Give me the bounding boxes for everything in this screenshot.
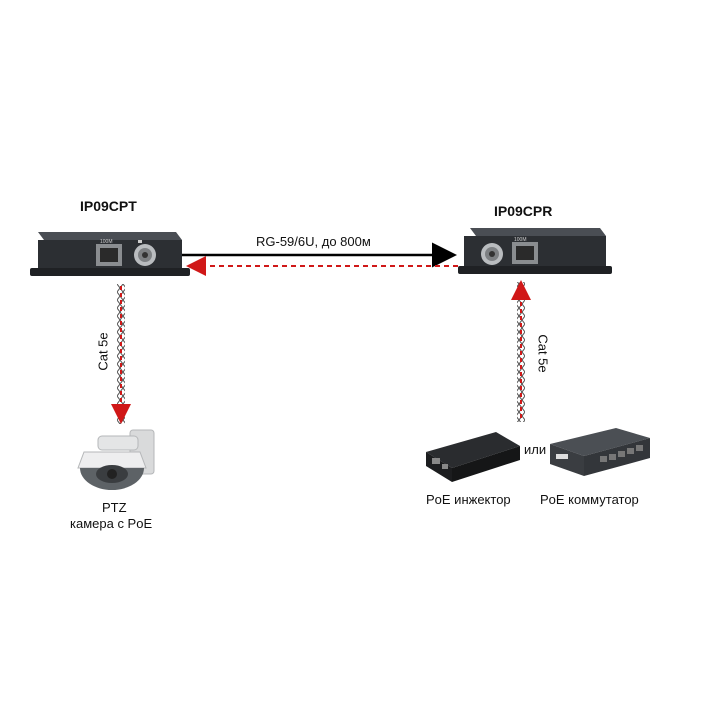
svg-text:100M: 100M (100, 239, 113, 245)
receiver-device: 100M (458, 228, 612, 274)
receiver-model-label: IP09CPR (494, 203, 553, 219)
cat-left-label: Cat 5e (95, 332, 111, 371)
camera-title: PTZ (102, 500, 127, 515)
or-label: или (524, 442, 547, 457)
transmitter-model-label: IP09CPT (80, 198, 137, 214)
switch-label: PoE коммутатор (540, 492, 639, 507)
cat-right-label: Cat 5e (535, 334, 551, 373)
ptz-camera-image (77, 429, 155, 490)
svg-text:100M: 100M (514, 237, 527, 243)
coax-link-label: RG-59/6U, до 800м (256, 234, 371, 249)
injector-label: PoE инжектор (426, 492, 511, 507)
cat-cable-left (117, 284, 125, 424)
poe-injector-image (426, 432, 520, 482)
poe-switch-image (550, 428, 650, 476)
camera-subtitle: камера с PoE (70, 516, 153, 531)
transmitter-device: 100M (30, 232, 190, 276)
